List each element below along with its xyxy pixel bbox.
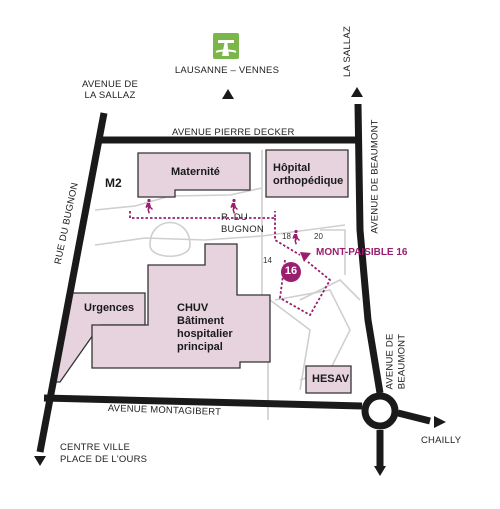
- destination-badge-number: 16: [284, 265, 298, 277]
- destination-label: MONT-PAISIBLE 16: [316, 247, 408, 258]
- street-beaumont-upper: AVENUE DE BEAUMONT: [369, 119, 381, 234]
- road-montagibert: [43, 394, 363, 410]
- buildings: [51, 149, 352, 394]
- metro-m2-label: M2: [105, 176, 122, 190]
- label-hopital-1: Hôpital: [273, 162, 311, 174]
- label-hopital-2: orthopédique: [273, 175, 344, 187]
- route-arrow-icon: [300, 252, 311, 262]
- direction-sallaz-left-2: LA SALLAZ: [84, 90, 136, 101]
- pedestrian-icon: [292, 229, 300, 245]
- arrow-down-icon: [34, 456, 46, 466]
- main-roads: [36, 103, 431, 466]
- road-chailly: [397, 409, 431, 425]
- road-beaumont: [354, 103, 384, 394]
- street-beaumont-lower-2: BEAUMONT: [396, 333, 408, 390]
- roundabout: [361, 392, 399, 430]
- building-chuv: [91, 243, 271, 369]
- number-18: 18: [282, 232, 291, 241]
- minor-roads: [94, 150, 361, 420]
- walking-route: [129, 211, 332, 317]
- arrow-up-icon: [351, 87, 363, 97]
- building-hopital-orthopedique: [265, 149, 349, 198]
- street-pierre-decker: AVENUE PIERRE DECKER: [172, 127, 295, 138]
- destination-badge: [281, 262, 301, 282]
- direction-highway: LAUSANNE – VENNES: [174, 65, 280, 76]
- street-r-bugnon-1: R. DU: [221, 212, 248, 223]
- pedestrian-icon: [230, 198, 238, 214]
- direction-centre-1: CENTRE VILLE: [60, 442, 130, 453]
- number-14: 14: [263, 256, 272, 265]
- arrow-right-icon: [434, 416, 446, 428]
- direction-chailly: CHAILLY: [421, 435, 462, 446]
- direction-sallaz-left-1: AVENUE DE: [82, 79, 138, 90]
- building-hesav: [305, 365, 352, 394]
- street-r-bugnon-2: BUGNON: [221, 224, 264, 235]
- label-urgences: Urgences: [84, 302, 135, 314]
- arrow-up-icon: [222, 89, 234, 99]
- label-hesav: HESAV: [312, 373, 350, 385]
- number-20: 20: [314, 232, 323, 241]
- highway-icon: [213, 33, 239, 59]
- direction-sallaz-right: LA SALLAZ: [341, 26, 353, 77]
- street-beaumont-lower-1: AVENUE DE: [384, 333, 396, 390]
- label-chuv-1: CHUV: [177, 302, 209, 314]
- label-chuv-2: Bâtiment: [177, 315, 225, 327]
- label-maternite: Maternité: [171, 166, 220, 178]
- building-maternite: [137, 152, 251, 198]
- pedestrian-icon: [145, 198, 153, 214]
- label-chuv-3: hospitalier: [177, 328, 233, 340]
- label-chuv-4: principal: [177, 341, 223, 353]
- arrow-down-icon: [374, 466, 386, 476]
- direction-centre-2: PLACE DE L'OURS: [60, 454, 148, 465]
